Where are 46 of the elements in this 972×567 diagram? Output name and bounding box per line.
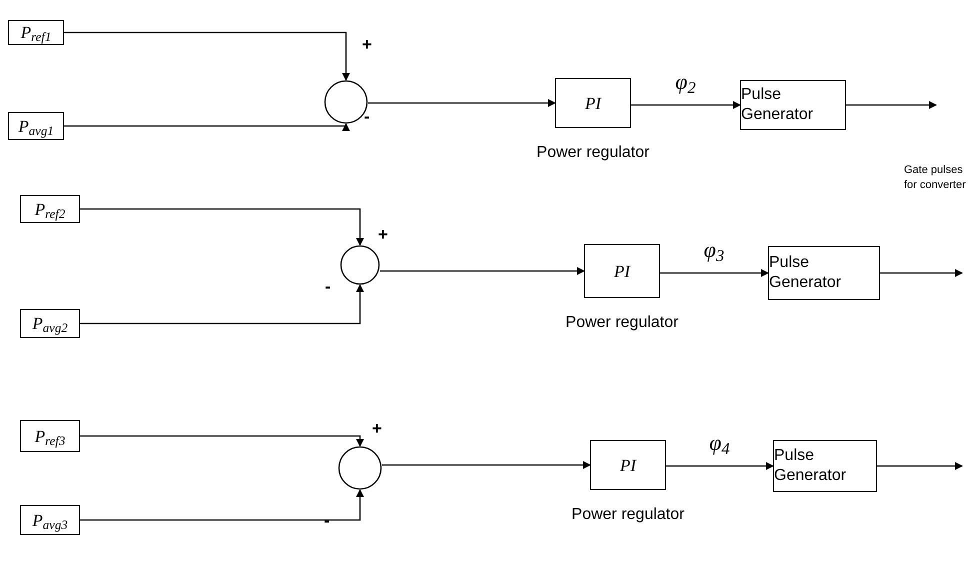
- block-label: Pulse Generator: [774, 446, 848, 486]
- arrow: [80, 284, 364, 324]
- block-box: [20, 309, 80, 338]
- block-box: [20, 420, 80, 452]
- block-box: [773, 440, 877, 492]
- block-box: [20, 195, 80, 223]
- edge-label: φ$_{4}$: [709, 432, 730, 454]
- block-label: PI: [614, 262, 630, 280]
- arrow: [64, 32, 350, 81]
- arrow: [660, 269, 769, 277]
- sign-label: +: [378, 226, 388, 243]
- block-label: PI: [584, 94, 602, 112]
- summing-junction: [324, 80, 368, 124]
- block-caption: Power regulator: [572, 505, 684, 525]
- block-box: [740, 80, 846, 130]
- block-label: PI: [620, 456, 636, 474]
- arrow: [880, 269, 963, 277]
- arrow: [80, 208, 364, 246]
- block-box: [8, 112, 64, 140]
- arrow: [877, 462, 963, 470]
- edge-label: φ$_{2}$: [675, 71, 696, 93]
- block-box: [20, 505, 80, 535]
- output-note: Gate pulses for converter: [904, 163, 966, 193]
- sign-label: +: [372, 420, 382, 437]
- arrow: [80, 489, 364, 521]
- summing-junction: [340, 245, 380, 285]
- arrow: [382, 461, 591, 469]
- block-caption: Power regulator: [566, 313, 678, 333]
- block-label: Pulse Generator: [769, 253, 842, 293]
- block-box: [8, 20, 64, 45]
- sign-label: +: [362, 36, 372, 53]
- arrow: [666, 462, 774, 470]
- sign-label: -: [324, 512, 330, 529]
- sign-label: -: [325, 278, 331, 295]
- sign-label: -: [364, 108, 370, 125]
- arrow: [631, 101, 741, 109]
- edge-label: φ$_{3}$: [704, 239, 724, 261]
- summing-junction: [338, 446, 382, 490]
- arrow: [64, 123, 350, 131]
- arrow: [80, 435, 364, 447]
- block-box: [768, 246, 880, 300]
- block-label: Pulse Generator: [741, 85, 814, 125]
- arrow: [380, 267, 585, 275]
- block-caption: Power regulator: [536, 143, 650, 163]
- arrow: [846, 101, 937, 109]
- arrow: [368, 99, 556, 107]
